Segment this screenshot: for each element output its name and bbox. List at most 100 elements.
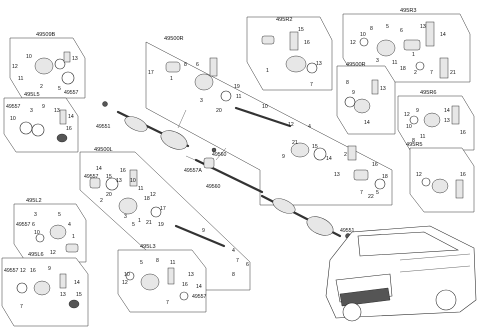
panel-49509B: 49509B 12 10 13 5 11 2 49557 bbox=[9, 32, 86, 99]
intermediate-shaft: 49560 49557A 49560 bbox=[184, 147, 264, 194]
callout-49557A: 49557A bbox=[184, 168, 202, 174]
callout: 13 bbox=[60, 292, 66, 298]
grease-tube-part bbox=[59, 273, 67, 289]
callout: 11 bbox=[138, 186, 143, 192]
callout: 4 bbox=[308, 124, 311, 130]
callout: 14 bbox=[96, 166, 102, 172]
boot-part bbox=[33, 280, 51, 296]
panel-495R3: 495R3 13 14 12 10 8 5 6 1 11 18 2 21 7 3… bbox=[342, 8, 471, 83]
boot-part bbox=[376, 39, 396, 57]
grease-tube-part bbox=[455, 179, 464, 199]
vehicle-roof bbox=[357, 231, 459, 257]
callout: 3 bbox=[124, 214, 127, 220]
callout: 5 bbox=[140, 260, 143, 266]
boot-part bbox=[118, 197, 138, 215]
callout: 49557 bbox=[16, 222, 31, 228]
ring-part bbox=[61, 71, 75, 85]
callout: 16 bbox=[30, 268, 36, 274]
panel-495L3: 495L3 5 8 11 13 12 10 16 7 49557 14 bbox=[117, 244, 207, 313]
nut-part bbox=[56, 133, 68, 143]
callout: 49557 bbox=[84, 174, 99, 180]
boot-part bbox=[124, 116, 148, 132]
panel-label: 49500L bbox=[94, 147, 113, 153]
callout: 8 bbox=[184, 62, 187, 68]
callout: 7 bbox=[310, 82, 313, 88]
cv-housing-part bbox=[403, 39, 421, 51]
callout: 16 bbox=[372, 162, 378, 168]
callout: 16 bbox=[460, 172, 466, 178]
panel-label: 49500R bbox=[164, 36, 184, 42]
callout: 13 bbox=[54, 108, 60, 114]
callout: 9 bbox=[42, 104, 45, 110]
boot-part bbox=[49, 224, 67, 240]
panel-495R2: 495R2 15 16 1 13 7 bbox=[246, 16, 333, 91]
ring-part bbox=[54, 58, 66, 70]
callout: 7 bbox=[20, 304, 23, 310]
nut-part bbox=[68, 299, 80, 309]
grease-tube-part bbox=[451, 105, 460, 125]
panel-label: 495L3 bbox=[140, 244, 156, 250]
callout: 12 bbox=[50, 250, 56, 256]
callout: 10 bbox=[262, 104, 268, 110]
right-drive-shaft-assembly: 49551 bbox=[96, 101, 190, 150]
ring-part bbox=[374, 178, 386, 190]
callout: 7 bbox=[166, 300, 169, 306]
boot-part bbox=[160, 130, 188, 150]
panel-49500L: 49500L 49557 16 15 14 13 11 10 20 2 18 1… bbox=[79, 147, 251, 291]
ring-part bbox=[421, 177, 431, 187]
callout: 8 bbox=[370, 26, 373, 32]
callout: 18 bbox=[144, 196, 150, 202]
callout: 5 bbox=[58, 212, 61, 218]
grease-tube-part bbox=[167, 267, 175, 285]
callout: 9 bbox=[416, 108, 419, 114]
grease-tube-part bbox=[209, 57, 218, 77]
panel-label: 49509B bbox=[36, 32, 56, 38]
callout: 15 bbox=[298, 27, 304, 33]
panel-label: 495L6 bbox=[28, 252, 44, 258]
callout: 14 bbox=[326, 156, 332, 162]
axle-shaft bbox=[234, 106, 292, 128]
callout: 16 bbox=[66, 126, 72, 132]
bearing-part bbox=[203, 157, 215, 169]
callout: 8 bbox=[156, 258, 159, 264]
callout: 13 bbox=[188, 272, 194, 278]
callout: 14 bbox=[364, 120, 370, 126]
callout: 2 bbox=[100, 198, 103, 204]
ring-part bbox=[105, 177, 119, 191]
callout: 16 bbox=[460, 130, 466, 136]
grease-tube-part bbox=[63, 51, 71, 63]
grease-tube-part bbox=[439, 57, 449, 79]
callout: 4 bbox=[232, 248, 235, 254]
ring-part bbox=[125, 271, 135, 281]
callout: 12 bbox=[12, 64, 18, 70]
callout: 11 bbox=[18, 76, 23, 82]
callout: 10 bbox=[26, 54, 32, 60]
callout: 12 bbox=[350, 40, 356, 46]
ring-part bbox=[409, 115, 419, 125]
callout: 14 bbox=[196, 284, 202, 290]
left-drive-shaft-assembly: 49551 bbox=[260, 194, 355, 239]
callout: 13 bbox=[444, 118, 450, 124]
callout: 16 bbox=[182, 282, 188, 288]
boot-part bbox=[290, 142, 310, 158]
callout: 1 bbox=[138, 218, 141, 224]
ring-part bbox=[179, 291, 189, 301]
callout: 18 bbox=[400, 66, 406, 72]
callout: 19 bbox=[158, 222, 164, 228]
callout: 5 bbox=[58, 86, 61, 92]
callout: 5 bbox=[386, 24, 389, 30]
cv-housing-part bbox=[65, 243, 79, 253]
callout: 49557 bbox=[6, 104, 21, 110]
callout: 21 bbox=[450, 70, 456, 76]
boot-part bbox=[194, 73, 214, 91]
callout: 3 bbox=[376, 58, 379, 64]
callout: 5 bbox=[132, 222, 135, 228]
panel-label: 495R6 bbox=[420, 90, 436, 96]
cv-joint-part bbox=[165, 61, 181, 73]
callout: 49557 bbox=[64, 90, 79, 96]
callout: 11 bbox=[236, 94, 241, 100]
panel-495R6: 495R6 12 9 14 10 13 11 8 16 bbox=[397, 90, 475, 151]
callout: 8 bbox=[412, 138, 415, 144]
callout: 4 bbox=[68, 222, 71, 228]
callout: 11 bbox=[420, 134, 425, 140]
